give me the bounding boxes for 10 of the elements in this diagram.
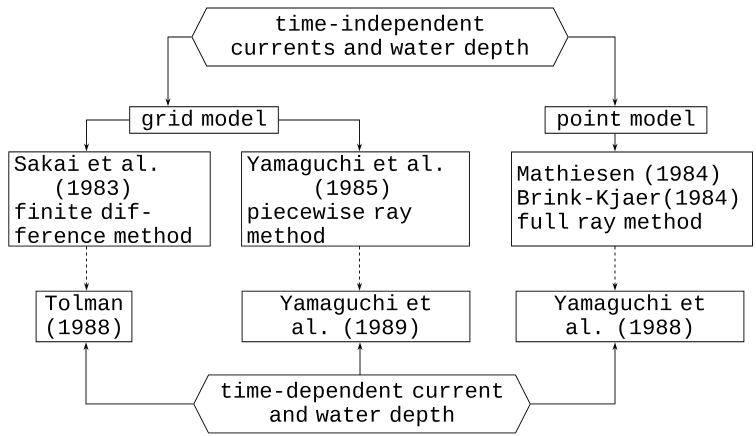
result-box: Yamaguchi et al. (1988) (516, 290, 744, 342)
model-box: grid model (129, 106, 279, 134)
method-box: Yamaguchi et al. (1985) piecewise ray method (241, 151, 470, 247)
model-box: point model (544, 106, 708, 134)
input-hexagon: time-dependent current and water depth (193, 374, 531, 434)
result-box: Yamaguchi et al. (1989) (242, 290, 470, 342)
method-box: Sakai et al. (1983) finite dif- ference method (8, 151, 211, 247)
input-hexagon: time-independent currents and water depth (191, 8, 569, 66)
method-box: Mathiesen (1984) Brink-Kjaer(1984) full ray method (511, 152, 753, 246)
result-box: Tolman (1988) (36, 290, 132, 342)
